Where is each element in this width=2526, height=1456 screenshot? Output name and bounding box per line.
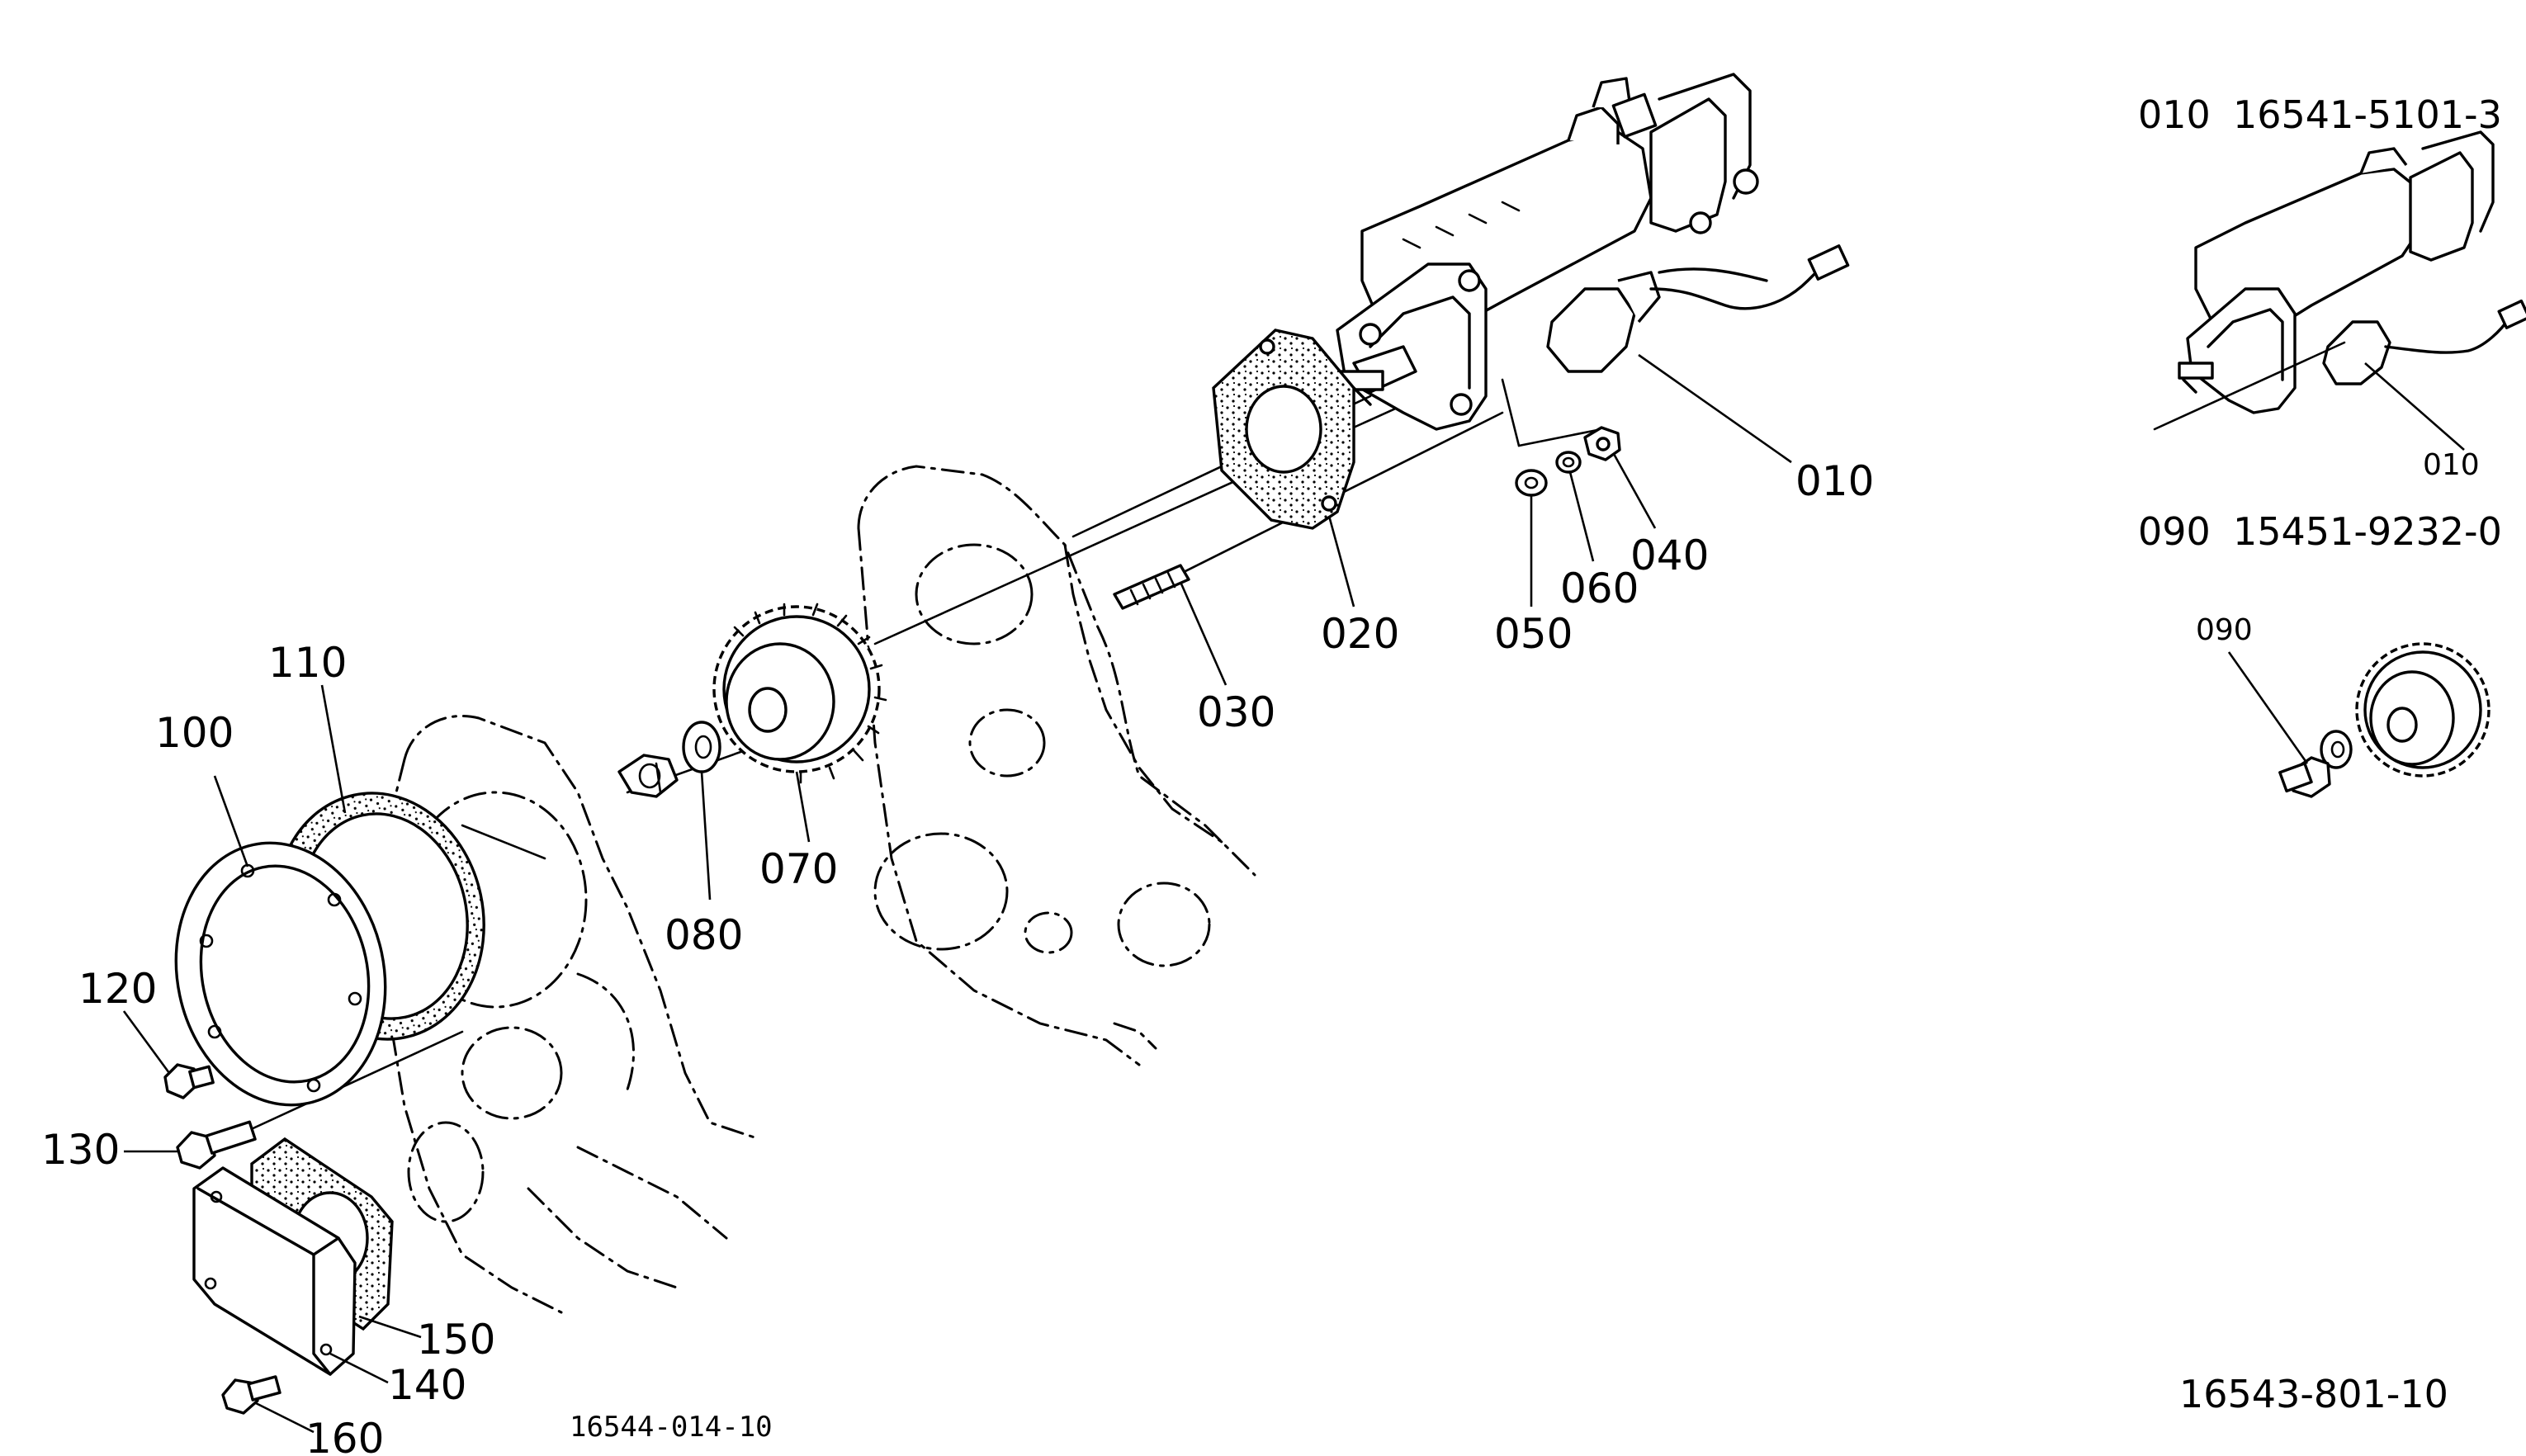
variant-010-callout: 010 bbox=[2423, 448, 2480, 482]
variant-010-partno: 16541-5101-3 bbox=[2233, 92, 2502, 137]
callout-050: 050 bbox=[1494, 610, 1573, 658]
callout-110: 110 bbox=[268, 639, 347, 687]
cover-bolt-long[interactable] bbox=[176, 1120, 257, 1170]
callout-010: 010 bbox=[1795, 457, 1874, 505]
callout-040: 040 bbox=[1630, 532, 1709, 579]
variant-010-ref: 010 bbox=[2138, 92, 2211, 137]
variant-090-callout: 090 bbox=[2196, 613, 2253, 647]
variant-gear-bolt[interactable] bbox=[2278, 756, 2331, 798]
cover-bolt-short[interactable] bbox=[163, 1063, 215, 1099]
pump-gasket[interactable] bbox=[1212, 329, 1355, 530]
spring-washer[interactable] bbox=[1555, 451, 1582, 474]
gear-lock-washer[interactable] bbox=[682, 721, 721, 773]
pump-nut[interactable] bbox=[1583, 426, 1621, 461]
callout-120: 120 bbox=[78, 965, 157, 1013]
injection-pump[interactable] bbox=[1336, 73, 1850, 431]
callout-080: 080 bbox=[665, 911, 743, 959]
small-cover-bolt[interactable] bbox=[221, 1375, 281, 1415]
small-cover-plate[interactable] bbox=[192, 1166, 357, 1376]
variant-drive-gear[interactable] bbox=[2355, 642, 2491, 778]
variant-injection-pump[interactable] bbox=[2153, 130, 2526, 431]
callout-030: 030 bbox=[1197, 688, 1275, 736]
variant-diagram-code: 16543-801-10 bbox=[2179, 1372, 2448, 1416]
callout-100: 100 bbox=[155, 709, 234, 757]
main-diagram-code: 16544-014-10 bbox=[570, 1411, 773, 1444]
gear-nut[interactable] bbox=[617, 754, 679, 798]
callout-070: 070 bbox=[759, 845, 838, 893]
variant-090-ref: 090 bbox=[2138, 509, 2211, 554]
plain-washer[interactable] bbox=[1515, 469, 1548, 497]
variant-090-partno: 15451-9232-0 bbox=[2233, 509, 2502, 554]
callout-140: 140 bbox=[388, 1361, 466, 1409]
variant-washer[interactable] bbox=[2320, 730, 2353, 769]
variant-010-panel: 010 16541-5101-3 010 bbox=[2138, 92, 2526, 482]
variant-090-panel: 090 15451-9232-0 090 bbox=[2138, 509, 2502, 798]
callout-060: 060 bbox=[1560, 565, 1639, 612]
callout-020: 020 bbox=[1321, 610, 1399, 658]
pump-drive-gear[interactable] bbox=[712, 603, 887, 784]
gear-case-cover[interactable] bbox=[152, 824, 409, 1125]
leader-lines bbox=[122, 353, 1792, 1434]
assembly-axis-lines bbox=[246, 370, 1603, 1132]
callout-150: 150 bbox=[417, 1316, 495, 1364]
stud-bolt[interactable] bbox=[1113, 564, 1190, 610]
callout-160: 160 bbox=[305, 1415, 384, 1456]
callout-labels: 010 020 030 040 050 060 070 080 100 110 … bbox=[41, 457, 1874, 1456]
callout-130: 130 bbox=[41, 1126, 120, 1174]
